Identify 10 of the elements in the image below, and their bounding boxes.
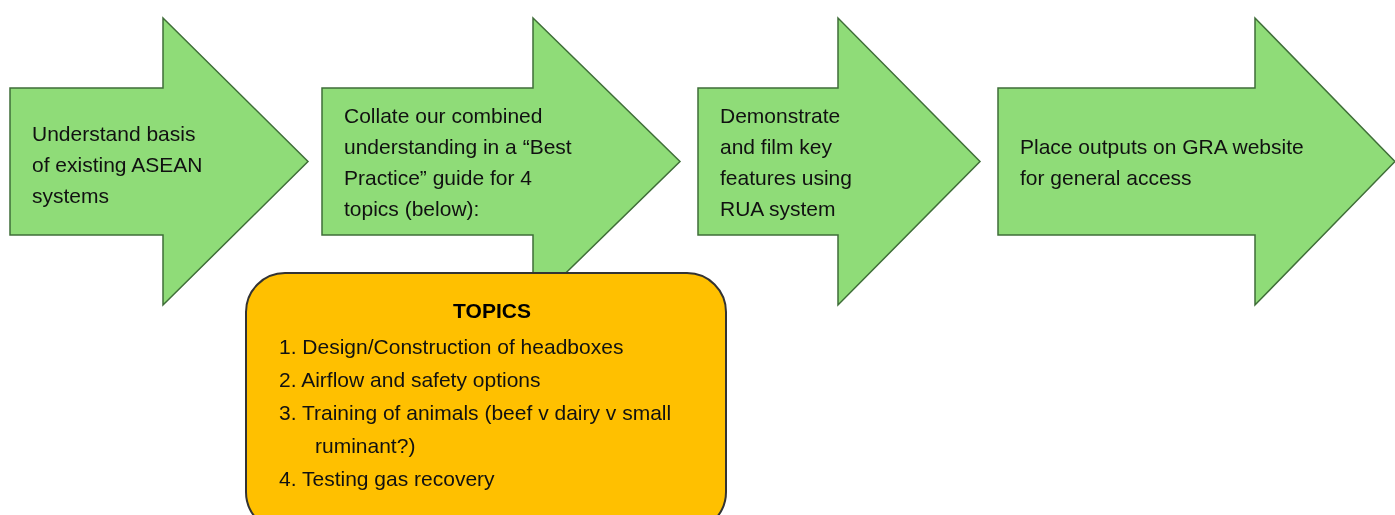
topics-box (245, 272, 727, 515)
topic-item: 1. Design/Construction of headboxes (279, 334, 625, 360)
step-text: Demonstrate and film key features using RUA system (720, 103, 853, 222)
topic-item: 4. Testing gas recovery (279, 466, 496, 492)
step-text: Place outputs on GRA website for general access (1020, 134, 1305, 191)
step-text: Understand basis of existing ASEAN systems (32, 121, 204, 209)
topic-item: 3. Training of animals (beef v dairy v small ruminant?) (279, 400, 673, 459)
topics-heading: TOPICS (452, 298, 532, 324)
topic-item: 2. Airflow and safety options (279, 367, 542, 393)
step-text: Collate our combined understanding in a “Best Practice” guide for 4 topics (below): (344, 103, 573, 222)
